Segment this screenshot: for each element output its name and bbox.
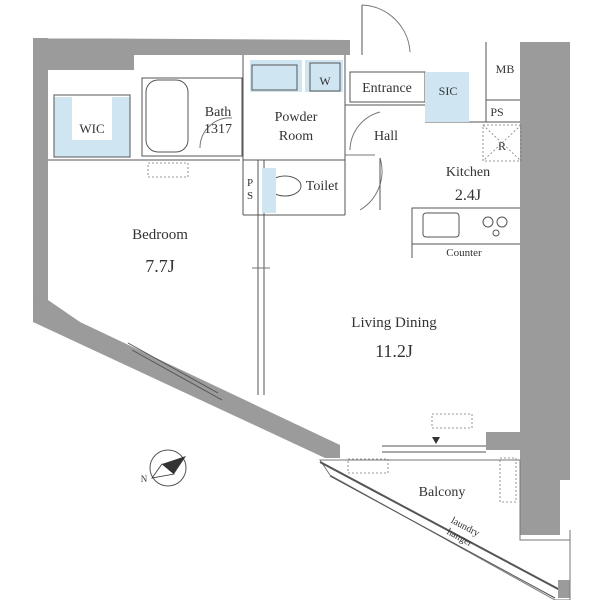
label-washer: W (319, 74, 331, 88)
wall-right-notch (523, 42, 545, 102)
label-ps-right: PS (490, 105, 503, 119)
outer-walls (33, 38, 570, 535)
toilet-cabinet (262, 168, 276, 213)
label-counter: Counter (446, 247, 482, 259)
washer-tray (305, 60, 343, 92)
label-bath: Bath (205, 105, 231, 120)
label-living: Living Dining (351, 315, 437, 331)
label-powder-1: Powder (275, 110, 318, 125)
wall-bottom-right (486, 432, 520, 450)
label-balcony: Balcony (419, 485, 466, 500)
label-toilet: Toilet (306, 179, 339, 194)
label-bedroom: Bedroom (132, 227, 188, 243)
label-ps-left-bottom: S (247, 190, 253, 202)
label-ps-left-top: P (247, 177, 253, 189)
label-fridge: R (498, 139, 506, 153)
compass-icon: N (141, 449, 187, 487)
compass-north-label: N (141, 474, 148, 484)
wall-left (33, 38, 80, 322)
label-kitchen: Kitchen (446, 165, 490, 180)
blue-fixtures (53, 60, 469, 213)
balcony-door (382, 437, 486, 453)
label-living-size: 11.2J (375, 341, 413, 361)
label-mb: MB (496, 62, 515, 76)
wic-shelf-bottom (54, 140, 130, 157)
window-bedroom (127, 342, 223, 401)
balcony-post (558, 580, 570, 598)
label-bath-size: 1317 (204, 122, 232, 137)
wall-right (520, 42, 570, 535)
label-wic: WIC (79, 121, 104, 136)
label-bedroom-size: 7.7J (145, 256, 175, 276)
wall-top-left (33, 38, 350, 70)
wall-diagonal (33, 300, 340, 458)
label-entrance: Entrance (362, 81, 412, 96)
label-sic: SIC (439, 84, 458, 98)
label-powder-2: Room (279, 129, 313, 144)
label-kitchen-size: 2.4J (455, 187, 481, 204)
sic-closet (425, 72, 469, 122)
label-hall: Hall (374, 129, 398, 144)
balcony-structure (319, 459, 571, 600)
room-labels: WIC Bath 1317 Powder Room W Entrance SIC… (79, 62, 515, 549)
interior-walls (48, 4, 522, 503)
